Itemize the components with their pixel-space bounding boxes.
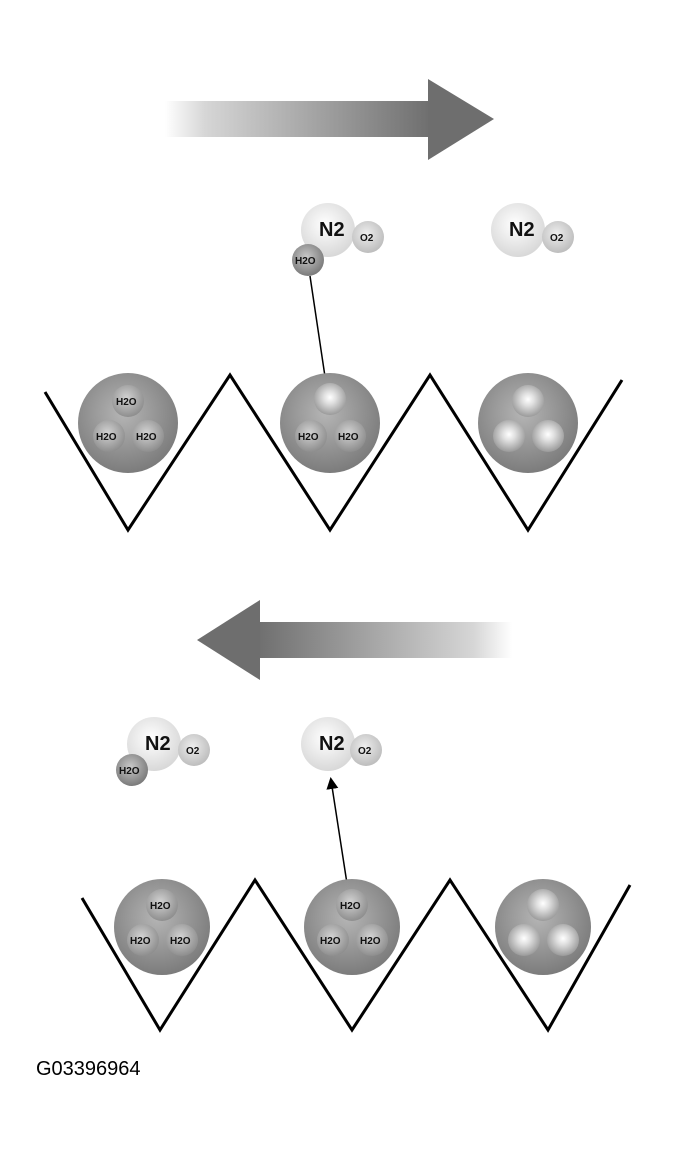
h2o-label: H2O xyxy=(116,397,137,408)
adsorption-arrow xyxy=(309,275,332,393)
h2o-label: H2O xyxy=(298,432,319,443)
n2-label: N2 xyxy=(319,733,345,755)
pellet-saturated-top: H2O H2O H2O xyxy=(78,373,178,473)
air-molecule-top-1: N2 O2 H2O xyxy=(292,203,384,276)
adsorbent-surface-top xyxy=(43,372,624,533)
pellet-empty-bottom xyxy=(495,879,591,975)
pellet-saturated-bottom: H2O H2O H2O xyxy=(114,879,210,975)
pellet-desorbing-bottom: H2O H2O H2O xyxy=(304,879,400,975)
o2-label: O2 xyxy=(186,746,200,757)
h2o-label: H2O xyxy=(360,936,381,947)
air-molecule-bottom-1: N2 O2 H2O xyxy=(116,717,210,786)
flow-arrow-right xyxy=(165,79,494,160)
air-molecule-top-2: N2 O2 xyxy=(491,203,574,257)
h2o-label: H2O xyxy=(136,432,157,443)
h2o-label: H2O xyxy=(338,432,359,443)
h2o-label: H2O xyxy=(150,901,171,912)
n2-label: N2 xyxy=(319,219,345,241)
air-molecule-bottom-2: N2 O2 xyxy=(301,717,382,771)
pellet-adsorbing-top: H2O H2O xyxy=(280,373,380,473)
h2o-label: H2O xyxy=(130,936,151,947)
n2-label: N2 xyxy=(509,219,535,241)
h2o-label: H2O xyxy=(340,901,361,912)
figure-code: G03396964 xyxy=(36,1058,141,1080)
o2-label: O2 xyxy=(360,233,374,244)
o2-label: O2 xyxy=(550,233,564,244)
pellet-empty-top xyxy=(478,373,578,473)
h2o-label: H2O xyxy=(295,256,316,267)
o2-label: O2 xyxy=(358,746,372,757)
n2-label: N2 xyxy=(145,733,171,755)
h2o-label: H2O xyxy=(320,936,341,947)
h2o-label: H2O xyxy=(119,766,140,777)
flow-arrow-left xyxy=(197,600,512,680)
h2o-label: H2O xyxy=(170,936,191,947)
desorption-arrow xyxy=(326,777,349,891)
adsorbent-surface-bottom xyxy=(80,877,632,1033)
h2o-label: H2O xyxy=(96,432,117,443)
